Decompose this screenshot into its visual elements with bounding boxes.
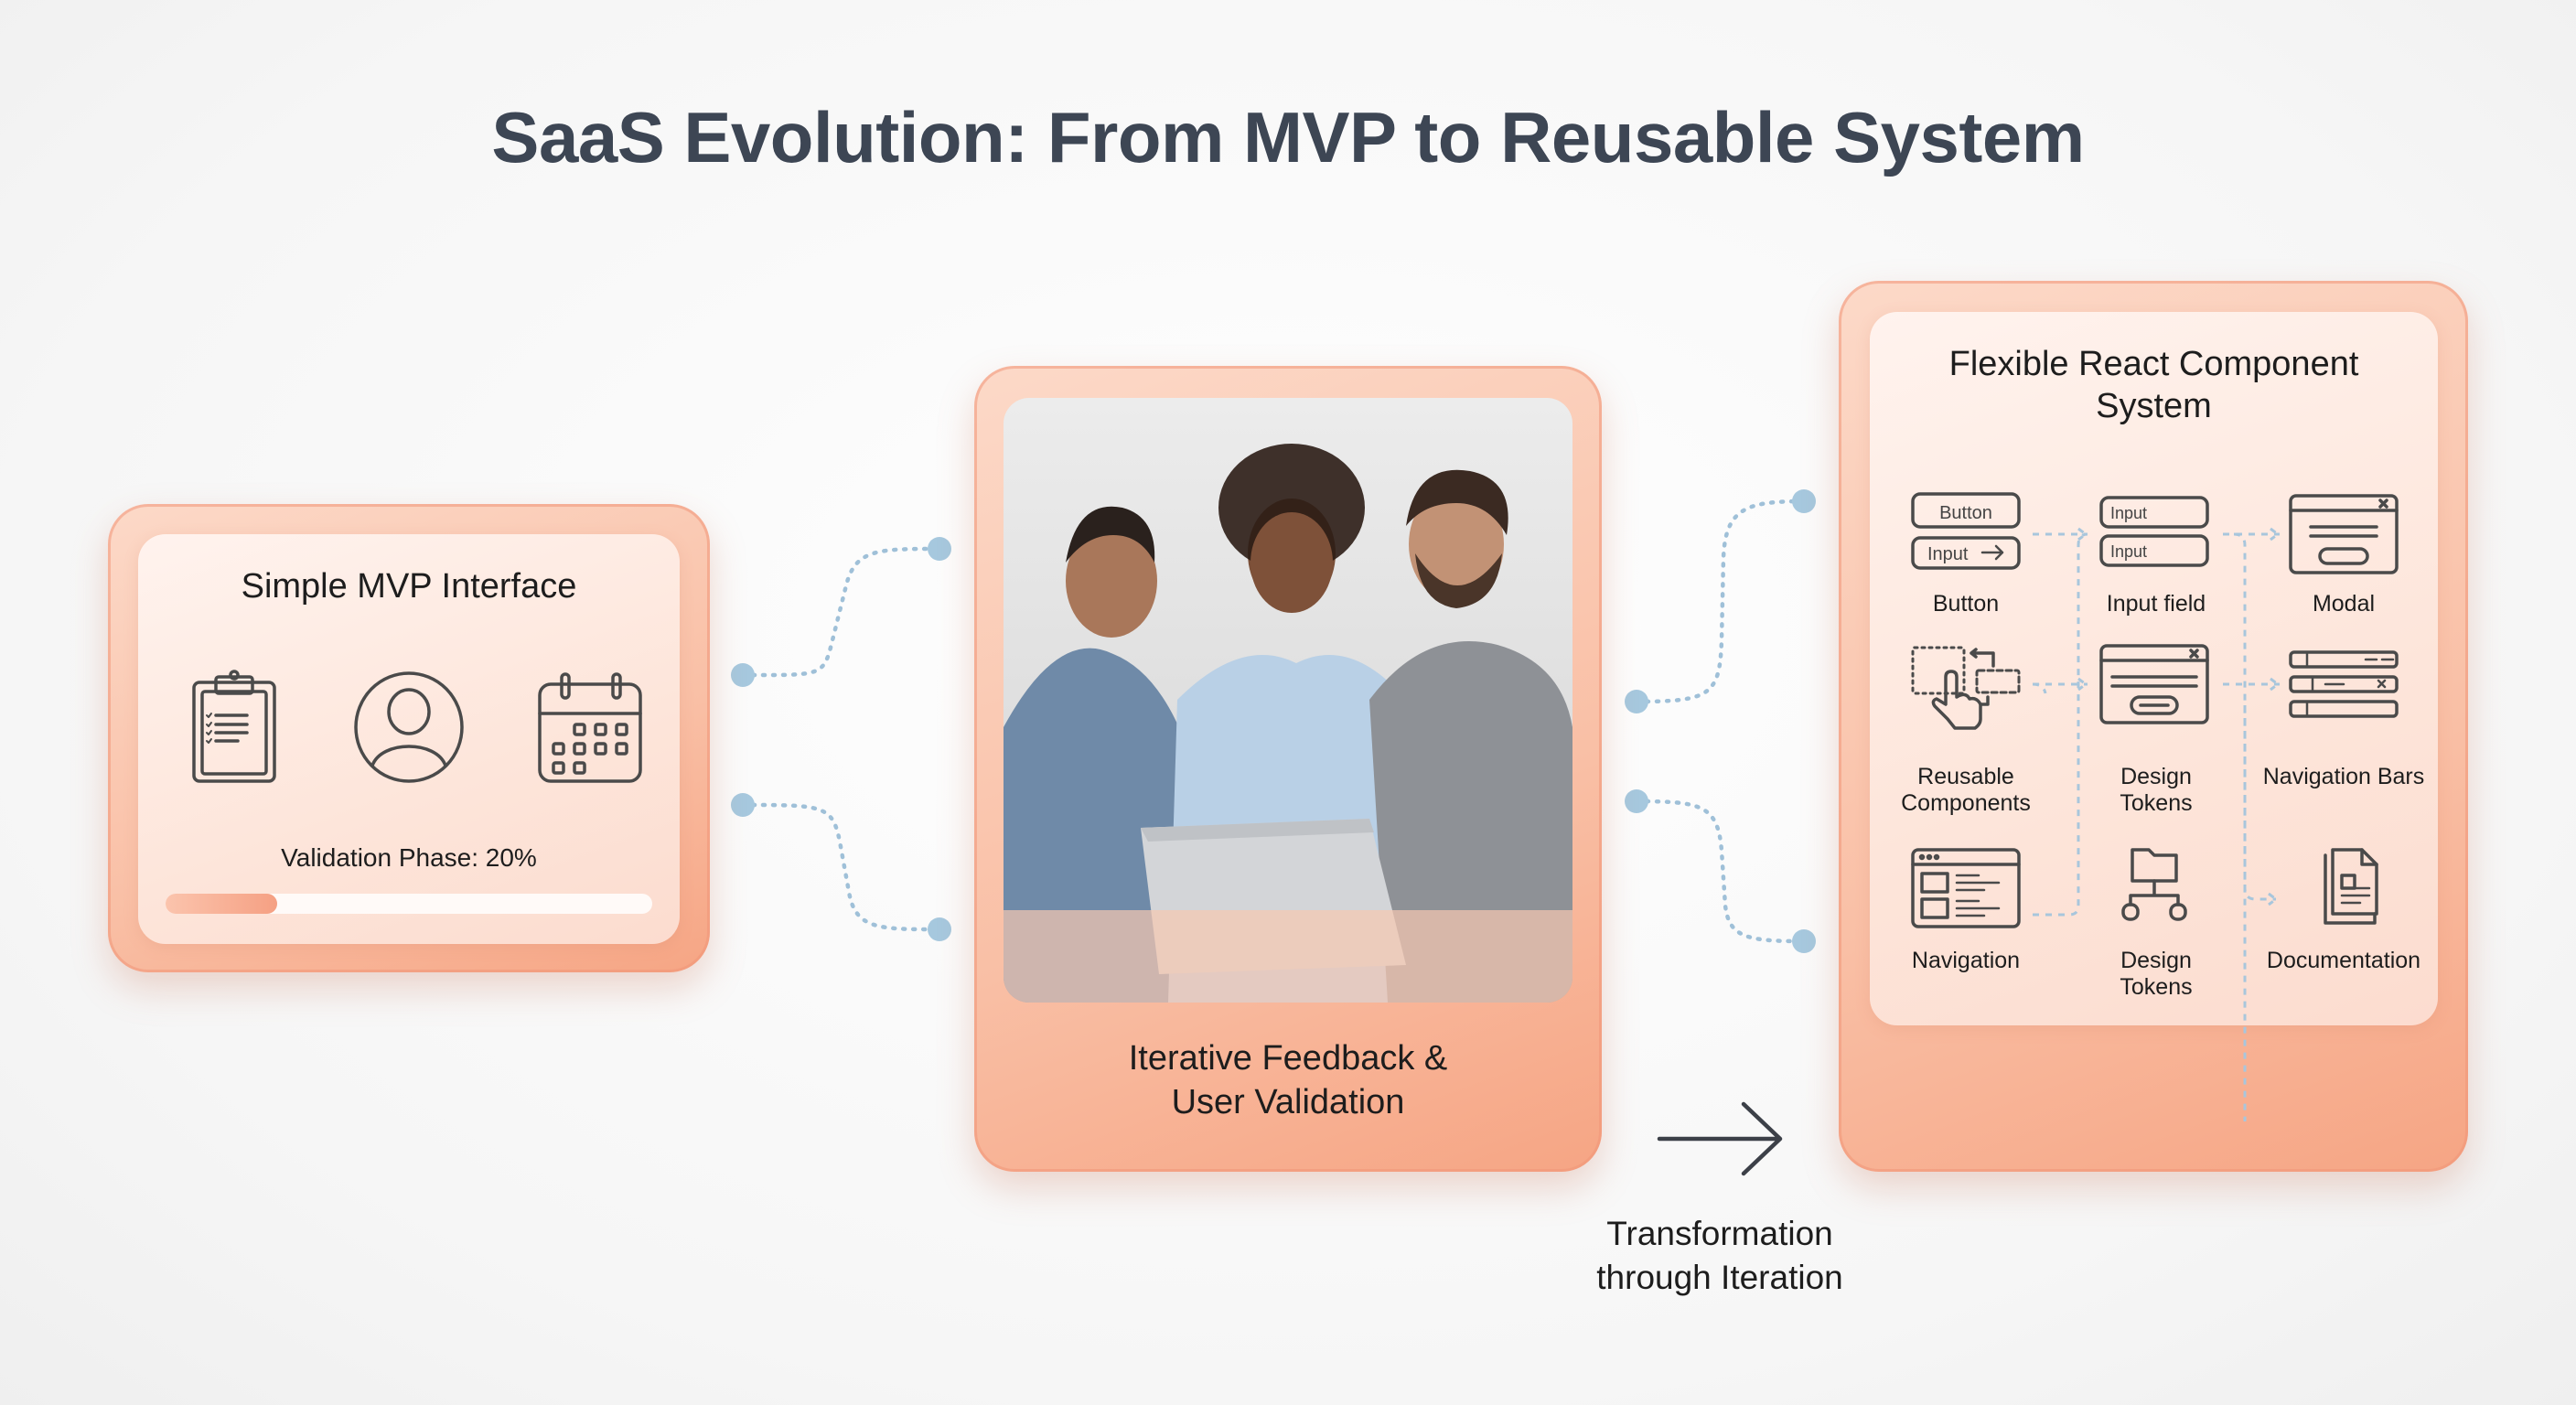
progress-label: Validation Phase: 20% [281,843,537,872]
label-line: Reusable [1917,764,2014,789]
connector-feedback-top [1625,489,1816,713]
clipboard-checklist-icon [192,670,276,783]
feedback-caption: Iterative Feedback & User Validation [974,1036,1602,1124]
system-title-line1: Flexible React Component [1948,345,2359,383]
validation-progress-bar [166,894,652,914]
team-photo [1004,398,1572,1003]
label-documentation: Documentation [2266,948,2421,973]
system-card-title: Flexible React Component System [1870,343,2438,427]
mvp-card-title: Simple MVP Interface [241,567,577,606]
label-line: Components [1901,790,2031,816]
label-line: Design [2120,764,2192,789]
label-line: Tokens [2120,790,2193,816]
component-flow-lines [2032,527,2281,1121]
icon-text-input-2: Input [2110,542,2147,561]
icon-text-input-1: Input [2110,504,2147,522]
icon-text-button: Button [1939,503,1992,523]
connector-mvp-top [731,537,951,687]
drag-hand-icon [1911,646,2021,730]
system-title-line2: System [2096,387,2212,425]
label-navigation: Navigation [1911,948,2021,973]
icon-text-input: Input [1927,544,1969,564]
mvp-card-inner: Simple MVP Interface Validation Phase: 2… [138,534,680,944]
label-input-field: Input field [2106,591,2206,617]
page-title: SaaS Evolution: From MVP to Reusable Sys… [491,97,2085,177]
button-input-icon: Button Input [1911,492,2021,570]
documents-icon [2324,848,2378,925]
label-line: Tokens [2120,974,2193,1000]
folder-tree-icon [2121,848,2187,921]
modal-window-icon [2289,494,2399,574]
label-button: Button [1932,591,2000,617]
label-line: Design [2120,948,2192,973]
connector-mvp-bottom [731,793,951,941]
transition-label: Transformation through Iteration [1491,1212,1948,1300]
feedback-caption-line2: User Validation [1171,1083,1405,1121]
label-navigation-bars: Navigation Bars [2262,764,2425,789]
system-card: Flexible React Component System Button I… [1839,281,2468,1172]
user-profile-icon [354,671,464,783]
connector-feedback-bottom [1625,789,1816,953]
mvp-card: Simple MVP Interface Validation Phase: 2… [108,504,710,972]
browser-layout-icon [1911,848,2021,928]
feedback-card: Iterative Feedback & User Validation [974,366,1602,1172]
calendar-icon [538,672,642,783]
progress-fill [166,894,278,914]
transition-label-line1: Transformation [1606,1215,1833,1252]
label-modal: Modal [2312,591,2376,617]
arrow-right-icon [1657,1101,1783,1176]
input-fields-icon: Input Input [2099,496,2209,567]
feedback-caption-line1: Iterative Feedback & [1128,1039,1448,1078]
navigation-bars-icon [2289,650,2399,718]
system-card-inner: Flexible React Component System Button I… [1870,312,2438,1121]
dialog-window-icon [2099,644,2209,724]
transition-label-line2: through Iteration [1596,1259,1843,1296]
